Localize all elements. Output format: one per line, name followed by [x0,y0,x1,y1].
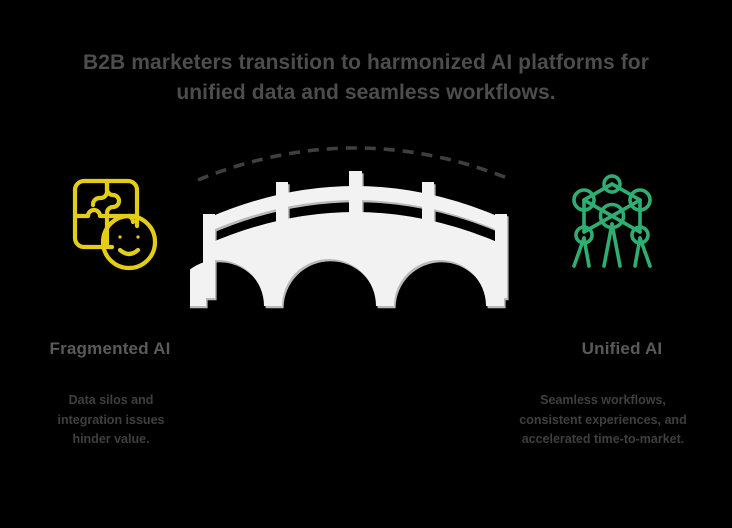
left-description-line-3: hinder value. [72,432,150,446]
right-description-line-3: accelerated time-to-market. [521,432,685,446]
bridge-deck-and-arches [172,219,504,306]
right-description-line-1: Seamless workflows, [540,393,666,407]
page-title-line-2: unified data and seamless workflows. [176,81,556,104]
left-section-description: Data silos and integration issues hinder… [18,391,204,450]
page-title: B2B marketers transition to harmonized A… [0,48,732,108]
fragmented-puzzle-face-icon [62,176,167,276]
page-title-line-1: B2B marketers transition to harmonized A… [83,51,649,74]
left-section-label: Fragmented AI [49,339,171,358]
left-description-line-2: integration issues [57,412,165,427]
right-section-description: Seamless workflows, consistent experienc… [488,391,718,450]
three-arch-bridge [172,140,520,310]
dashed-arc [197,146,513,182]
bridge-body [172,171,509,309]
unified-network-nodes-icon [562,168,662,273]
right-section-label: Unified AI [581,339,663,358]
right-description-line-2: consistent experiences, and [519,412,687,427]
left-description-line-1: Data silos and [68,393,154,407]
